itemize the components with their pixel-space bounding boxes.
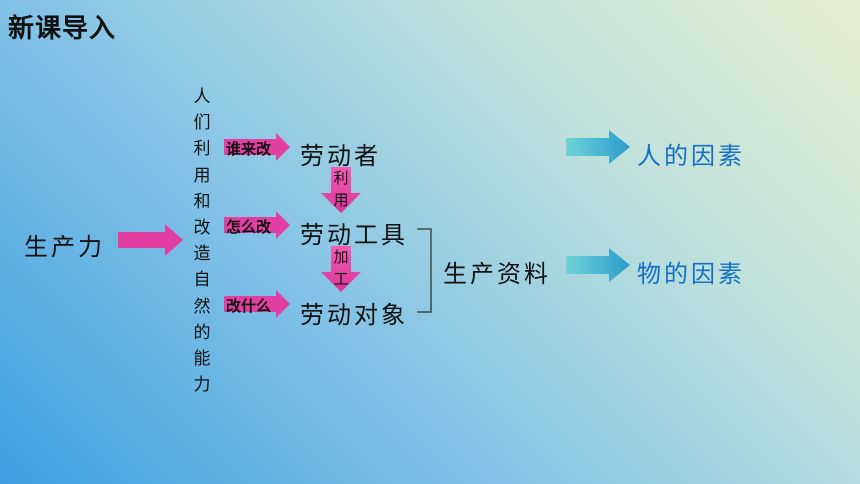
ability-char: 们 (193, 113, 211, 134)
question-how: 怎么改 (226, 218, 272, 236)
material-factor-arrow (566, 248, 630, 282)
who-arrow (224, 133, 290, 161)
connector-process-char: 加 (333, 248, 349, 266)
ability-char: 造 (193, 244, 211, 265)
ability-char: 和 (193, 191, 211, 212)
ability-char: 能 (193, 349, 211, 370)
page-title: 新课导入 (8, 14, 117, 44)
question-who: 谁来改 (226, 140, 272, 158)
what-arrow (224, 290, 290, 318)
ability-char: 然 (193, 296, 211, 317)
connector-use-char: 利 (333, 169, 349, 187)
ability-char: 用 (193, 165, 211, 186)
ability-char: 自 (193, 270, 211, 291)
node-objects: 劳动对象 (300, 301, 408, 329)
bracket (417, 228, 432, 313)
human-factor-arrow (566, 130, 630, 164)
ability-vertical-text: 人 们 利 用 和 改 造 自 然 的 能 力 (190, 84, 214, 398)
ability-char: 人 (193, 87, 211, 107)
ability-char: 力 (193, 375, 211, 396)
connector-process-char: 工 (333, 270, 349, 288)
productivity-arrow (118, 224, 183, 256)
productivity-label: 生产力 (24, 233, 105, 261)
factor-material: 物的因素 (637, 260, 745, 288)
node-means: 生产资料 (443, 260, 551, 288)
connector-process: 加 工 (331, 246, 351, 290)
node-tools: 劳动工具 (300, 221, 408, 249)
factor-human: 人的因素 (637, 142, 745, 170)
connector-use: 利 用 (331, 167, 351, 211)
process-down-arrow (321, 246, 361, 292)
question-what: 改什么 (226, 297, 272, 315)
how-arrow (224, 211, 290, 239)
node-laborer: 劳动者 (300, 142, 381, 170)
use-down-arrow (321, 167, 361, 213)
ability-char: 利 (193, 139, 211, 160)
ability-char: 改 (193, 218, 211, 239)
ability-char: 的 (193, 322, 211, 343)
connector-use-char: 用 (333, 191, 349, 209)
